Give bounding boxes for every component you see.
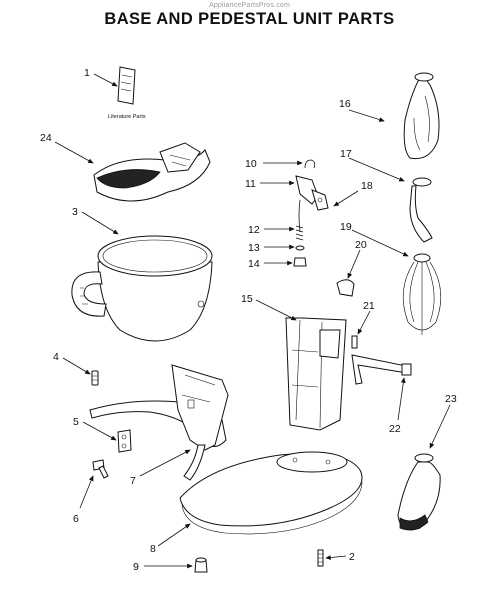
screw-2[interactable]	[317, 549, 324, 567]
washer[interactable]	[295, 245, 305, 251]
callout-4: 4	[53, 351, 59, 363]
callout-numbers: 1 2 3 4 5 6 7 8 9 10 11 12 13 14 15 16 1…	[40, 67, 457, 573]
literature-label: Literature Parts	[108, 114, 146, 120]
bowl-support[interactable]	[89, 364, 229, 481]
callout-5: 5	[73, 416, 79, 428]
callout-17: 17	[340, 148, 352, 160]
foot[interactable]	[194, 557, 208, 573]
screw[interactable]	[92, 459, 109, 479]
callout-1: 1	[84, 67, 90, 79]
callout-3: 3	[72, 206, 78, 218]
leader-lines	[54, 73, 451, 569]
callout-2: 2	[349, 551, 355, 563]
pouring-shield[interactable]	[93, 142, 211, 202]
callout-21: 21	[363, 300, 375, 312]
pin-21[interactable]	[351, 335, 358, 349]
callout-18: 18	[361, 180, 373, 192]
pedestal[interactable]	[285, 317, 347, 431]
callout-16: 16	[339, 98, 351, 110]
pin[interactable]	[91, 370, 99, 386]
spring[interactable]	[295, 225, 304, 241]
clip[interactable]	[336, 279, 355, 297]
callout-19: 19	[340, 221, 352, 233]
bracket[interactable]	[117, 429, 132, 453]
watermark: AppliancePartsPros.com	[208, 2, 291, 9]
base[interactable]	[179, 451, 363, 535]
callout-14: 14	[248, 258, 260, 270]
mixing-bowl[interactable]	[71, 235, 213, 342]
callout-6: 6	[73, 513, 79, 525]
flex-edge-beater[interactable]	[397, 453, 441, 531]
callout-13: 13	[248, 242, 260, 254]
hook-pin[interactable]	[304, 159, 315, 169]
callout-11: 11	[245, 178, 256, 190]
literature-parts[interactable]	[117, 66, 136, 105]
callout-20: 20	[355, 239, 367, 251]
callout-8: 8	[150, 543, 156, 555]
dough-hook[interactable]	[409, 177, 433, 243]
callout-24: 24	[40, 132, 52, 144]
lock-lever[interactable]	[311, 189, 329, 211]
wire-whip[interactable]	[402, 253, 442, 335]
callout-9: 9	[133, 561, 139, 573]
callout-10: 10	[245, 158, 257, 170]
callout-12: 12	[248, 224, 260, 236]
callout-7: 7	[130, 475, 136, 487]
page-title: BASE AND PEDESTAL UNIT PARTS	[104, 10, 395, 28]
crank-handle[interactable]	[351, 354, 412, 385]
nut[interactable]	[293, 257, 307, 267]
callout-15: 15	[241, 293, 253, 305]
lever-bracket[interactable]	[295, 175, 319, 233]
callout-23: 23	[445, 393, 457, 405]
flat-beater[interactable]	[403, 72, 440, 160]
callout-22: 22	[389, 423, 401, 435]
